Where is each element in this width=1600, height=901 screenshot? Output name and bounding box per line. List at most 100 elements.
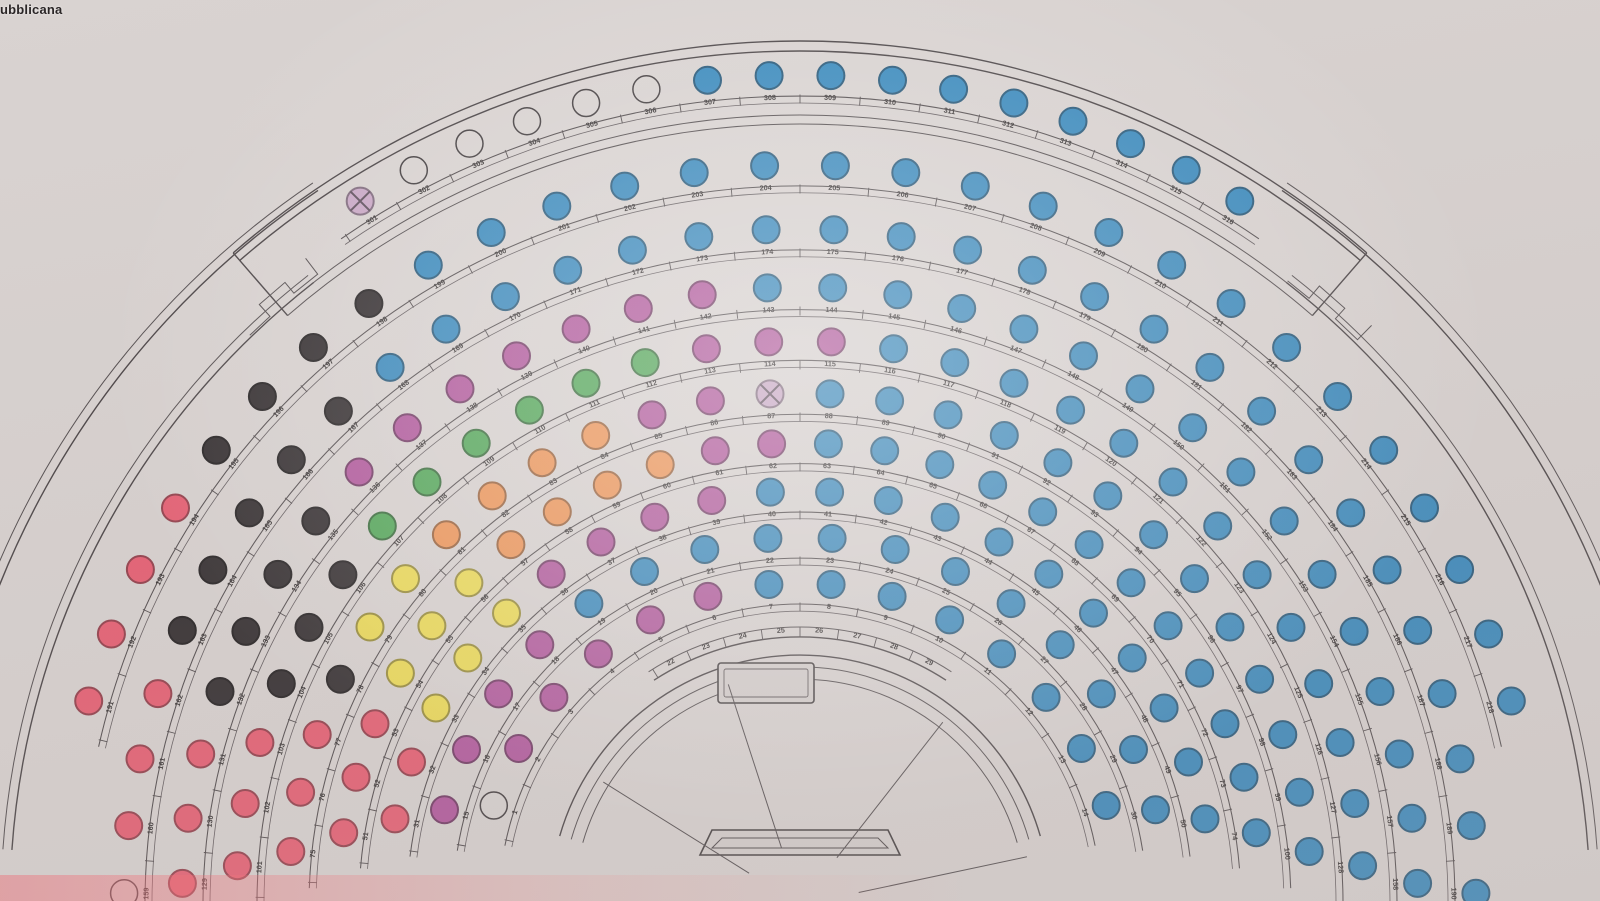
seat-marker-yellow[interactable] (355, 612, 385, 642)
seat-marker-purple[interactable] (536, 559, 566, 589)
seat-circle[interactable] (1384, 739, 1414, 769)
seat-circle[interactable] (757, 429, 787, 459)
seat-marker-blue[interactable] (873, 486, 903, 515)
seat-marker-blue[interactable] (1116, 129, 1145, 159)
seat-marker-blue[interactable] (431, 314, 461, 344)
seat-circle[interactable] (453, 643, 483, 673)
seat-marker-blue[interactable] (553, 255, 583, 285)
seat-marker-blue[interactable] (1474, 619, 1504, 649)
seat-circle[interactable] (886, 222, 916, 252)
seat-marker-blue[interactable] (817, 523, 847, 553)
seat-marker-blue[interactable] (1445, 744, 1475, 774)
seat-marker-red[interactable] (397, 747, 426, 777)
seat-marker-red[interactable] (286, 777, 316, 807)
seat-circle[interactable] (392, 413, 422, 443)
seat-circle[interactable] (1116, 129, 1145, 159)
seat-circle[interactable] (989, 421, 1019, 450)
seat-circle[interactable] (953, 235, 983, 265)
seat-marker-blue[interactable] (1241, 818, 1271, 848)
seat-marker-purple[interactable] (754, 327, 784, 357)
seat-marker-blue[interactable] (1195, 352, 1225, 382)
seat-marker-red[interactable] (302, 720, 332, 750)
seat-marker-blue[interactable] (1445, 555, 1475, 584)
seat-marker-yellow[interactable] (454, 568, 484, 598)
seat-marker-blue[interactable] (891, 158, 921, 188)
seat-circle[interactable] (640, 502, 670, 532)
seat-marker-blue[interactable] (1229, 762, 1259, 792)
seat-marker-red[interactable] (114, 811, 144, 841)
seat-marker-blue[interactable] (939, 74, 969, 104)
seat-marker-empty[interactable] (109, 878, 139, 901)
seat-circle[interactable] (1109, 428, 1139, 458)
seat-circle[interactable] (354, 289, 384, 318)
seat-circle[interactable] (1093, 481, 1123, 511)
seat-marker-blue[interactable] (1069, 341, 1098, 371)
seat-marker-blue[interactable] (1080, 282, 1110, 312)
seat-marker-orange[interactable] (527, 448, 557, 478)
seat-marker-blue[interactable] (880, 535, 910, 564)
seat-marker-yellow[interactable] (453, 643, 483, 673)
seat-circle[interactable] (1074, 530, 1104, 560)
seat-marker-red[interactable] (230, 789, 260, 818)
seat-circle[interactable] (571, 88, 601, 118)
seat-circle[interactable] (1269, 506, 1299, 536)
seat-marker-black[interactable] (167, 615, 197, 645)
seat-circle[interactable] (496, 530, 526, 560)
seat-marker-blue[interactable] (1171, 155, 1201, 185)
seat-marker-blue[interactable] (1028, 191, 1058, 221)
seat-marker-blue[interactable] (1372, 555, 1402, 585)
seat-circle[interactable] (1028, 497, 1058, 527)
seat-marker-black[interactable] (247, 382, 277, 411)
seat-circle[interactable] (1268, 720, 1298, 750)
seat-marker-yellow[interactable] (417, 611, 447, 641)
seat-circle[interactable] (1304, 669, 1334, 699)
seat-marker-blue[interactable] (820, 151, 850, 181)
seat-circle[interactable] (430, 795, 459, 825)
seat-circle[interactable] (167, 615, 197, 645)
seat-circle[interactable] (490, 282, 520, 312)
seat-circle[interactable] (816, 570, 846, 599)
seat-circle[interactable] (925, 450, 955, 480)
seat-marker-black[interactable] (298, 333, 328, 362)
seat-marker-red[interactable] (167, 868, 197, 898)
seat-circle[interactable] (883, 280, 913, 310)
seat-circle[interactable] (1225, 186, 1255, 216)
seat-marker-empty[interactable] (512, 106, 542, 136)
seat-circle[interactable] (397, 747, 426, 777)
seat-marker-blue[interactable] (1348, 851, 1378, 881)
seat-circle[interactable] (542, 497, 572, 527)
seat-circle[interactable] (941, 557, 970, 586)
seat-marker-blue[interactable] (1058, 106, 1088, 136)
seat-circle[interactable] (1149, 693, 1179, 723)
seat-circle[interactable] (298, 333, 328, 362)
seat-marker-purple[interactable] (445, 374, 475, 404)
seat-circle[interactable] (637, 400, 667, 430)
seat-circle[interactable] (1365, 677, 1395, 706)
seat-circle[interactable] (477, 481, 507, 511)
seat-circle[interactable] (1180, 564, 1209, 594)
seat-circle[interactable] (1117, 643, 1147, 673)
seat-circle[interactable] (1474, 619, 1504, 649)
seat-marker-blue[interactable] (1340, 789, 1370, 818)
seat-marker-blue[interactable] (819, 215, 849, 245)
seat-circle[interactable] (1069, 341, 1098, 371)
seat-circle[interactable] (1080, 282, 1110, 312)
seat-circle[interactable] (161, 493, 190, 523)
seat-circle[interactable] (816, 61, 846, 91)
seat-circle[interactable] (455, 129, 484, 158)
seat-marker-orange[interactable] (542, 497, 572, 527)
seat-circle[interactable] (755, 477, 785, 507)
seat-marker-red[interactable] (125, 555, 155, 584)
seat-circle[interactable] (1141, 795, 1170, 825)
seat-marker-blue[interactable] (1174, 747, 1203, 777)
seat-circle[interactable] (1456, 811, 1486, 841)
seat-marker-blue[interactable] (940, 348, 970, 378)
seat-circle[interactable] (391, 564, 420, 594)
seat-circle[interactable] (452, 735, 481, 764)
seat-circle[interactable] (1066, 734, 1096, 763)
seat-circle[interactable] (1229, 762, 1259, 792)
seat-marker-blue[interactable] (750, 151, 780, 181)
seat-circle[interactable] (1339, 616, 1369, 646)
seat-circle[interactable] (978, 470, 1008, 500)
seat-marker-blue[interactable] (996, 589, 1026, 619)
